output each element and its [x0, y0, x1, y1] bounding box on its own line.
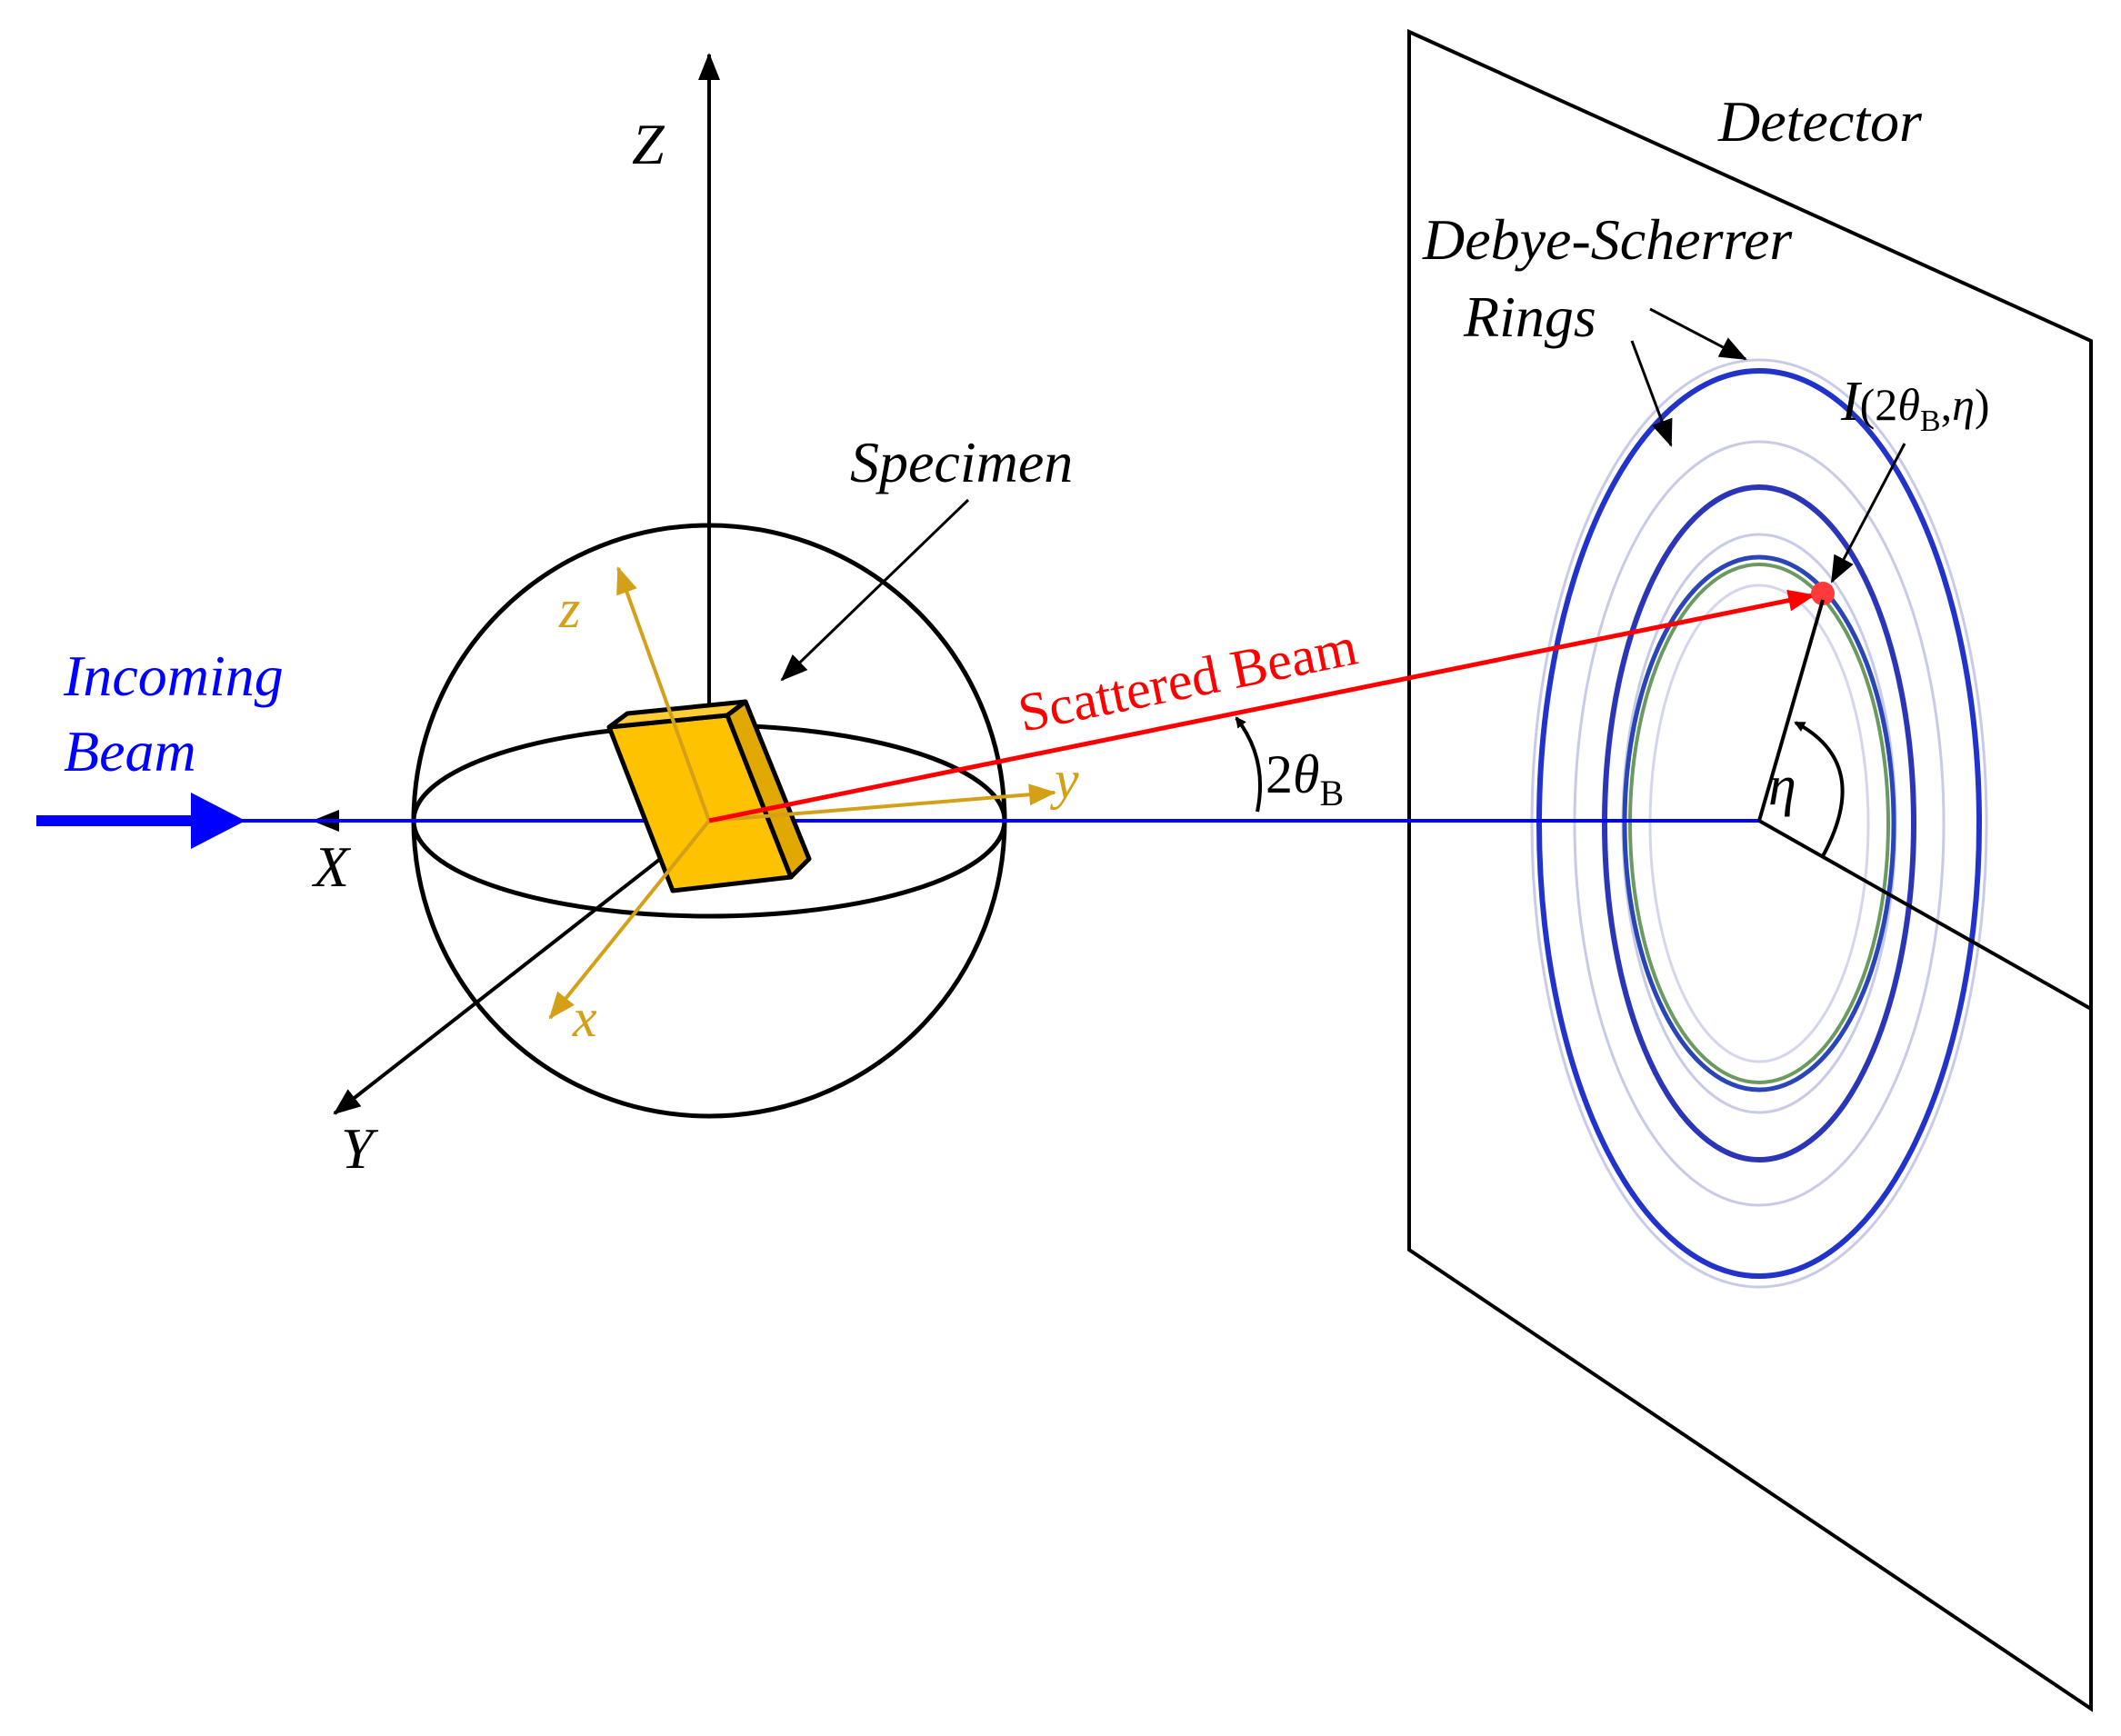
intensity-label: I(2θB,η) — [1840, 371, 1990, 438]
axis-z-sample — [616, 566, 711, 822]
ring-faint-inner — [1621, 533, 1897, 1114]
intensity-point — [1811, 582, 1835, 605]
ring-faint-outer — [1530, 358, 1988, 1289]
specimen-block — [606, 699, 812, 893]
axis-y-sample — [708, 783, 1056, 823]
rings-label-1: Debye-Scherrer — [1422, 207, 1793, 272]
axis-Y — [333, 819, 711, 1115]
ring-outer — [1536, 368, 1982, 1279]
debye-scherrer-rings — [1530, 358, 1988, 1289]
intensity-pointer — [1830, 443, 1906, 584]
ring-faint-middle — [1573, 440, 1946, 1207]
scattered-beam — [708, 589, 1816, 823]
ring-inner-blue — [1622, 554, 1896, 1092]
specimen-side — [725, 699, 812, 880]
detector-plane — [1407, 28, 2093, 1712]
rings-pointer-1 — [1630, 340, 1673, 447]
eta-radius — [1757, 599, 1825, 822]
ring-inner-colored — [1628, 563, 1890, 1084]
axis-Y-label: Y — [341, 1116, 379, 1181]
two-theta-arc — [1235, 716, 1263, 813]
eta-reference — [1758, 819, 2092, 1011]
specimen-pointer — [780, 498, 970, 682]
ring-innermost-faint — [1648, 584, 1870, 1063]
eta-label: η — [1768, 755, 1796, 817]
incoming-beam-label-1: Incoming — [63, 644, 284, 708]
specimen-label: Specimen — [850, 430, 1073, 494]
axis-y-sample-label: y — [1049, 750, 1079, 810]
two-theta-label: 2θB — [1266, 744, 1344, 813]
axis-z-sample-label: z — [558, 579, 580, 639]
detector-label: Detector — [1717, 89, 1923, 154]
eta-arc — [1794, 721, 1845, 857]
axis-Z-label: Z — [632, 112, 665, 176]
incoming-beam-arrowhead — [191, 793, 245, 849]
incoming-beam-label-2: Beam — [64, 719, 196, 783]
ring-middle — [1602, 484, 1916, 1162]
axis-x-sample — [548, 819, 711, 1020]
rings-label-2: Rings — [1463, 284, 1596, 349]
incoming-beam-shaft — [36, 815, 200, 826]
axis-X-label: X — [311, 834, 352, 899]
axis-x-sample-label: x — [572, 988, 597, 1048]
rings-pointer-2 — [1649, 307, 1747, 361]
